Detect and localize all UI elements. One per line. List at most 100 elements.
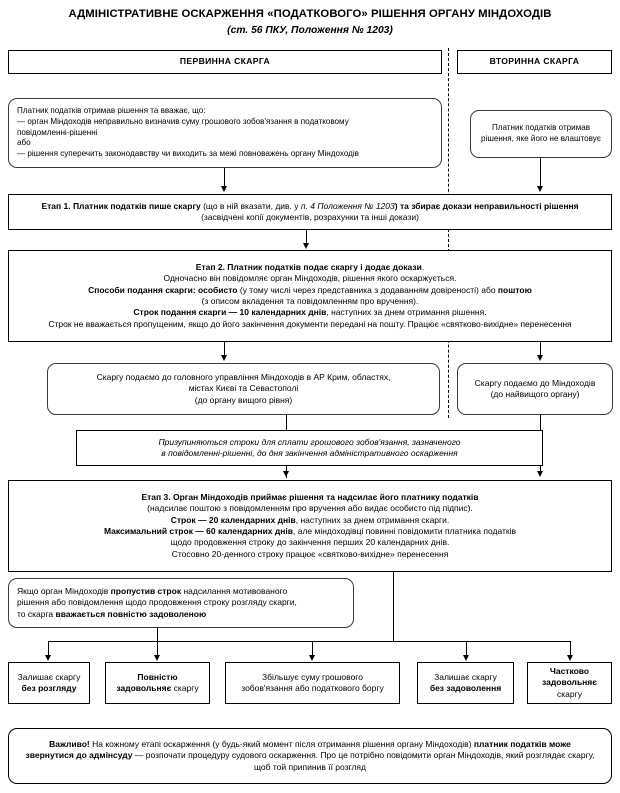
start-primary-line-1: Платник податків отримав рішення та вваж… — [17, 105, 206, 115]
node-suspension: Призупиняються строки для сплати грошово… — [76, 430, 543, 466]
node-missed-deadline: Якщо орган Міндоходів пропустив строк на… — [8, 578, 354, 628]
connector-stage2-to-submit-primary — [224, 342, 226, 357]
connector-missed-to-bus — [157, 628, 159, 642]
outcome-1-line-2: без розгляду — [15, 683, 83, 694]
missed-bold-1: пропустив строк — [110, 585, 182, 596]
submit-primary-line-2: містах Києві та Севастополі — [188, 383, 299, 394]
node-stage-2-text: Етап 2. Платник податків подає скаргу і … — [9, 259, 611, 333]
node-stage-3-text: Етап 3. Орган Міндоходів приймає рішення… — [9, 489, 611, 563]
stage3-bold-3: Максимальний строк — 60 календарних днів — [103, 526, 293, 536]
stage1-line-1: Етап 1. Платник податків пише скаргу (що… — [15, 201, 605, 212]
outcome-1-bold: без розгляду — [21, 683, 77, 693]
outcome-3-text: Збільшує суму грошового зобов'язання або… — [226, 669, 399, 698]
outcome-5-bold-1: Частково — [549, 665, 590, 676]
connector-bus-outcome-4 — [466, 641, 468, 657]
outcome-3-line-2: зобов'язання або податкового боргу — [241, 683, 384, 693]
stage3-line-2: (надсилає поштою з повідомленням про вру… — [147, 503, 473, 514]
node-submit-secondary: Скаргу подаємо до Міндоходів (до найвищо… — [457, 363, 613, 415]
stage2-line-5: Строк подання скарги — 10 календарних дн… — [15, 307, 605, 318]
important-normal-2: — розпочати процедуру судового оскарженн… — [132, 750, 595, 772]
start-secondary-line-1: Платник податків отримав — [491, 123, 591, 133]
column-header-primary: ПЕРВИННА СКАРГА — [8, 50, 442, 74]
stage2-normal-2: (у тому числі через представника з додав… — [237, 284, 498, 295]
outcome-1-text: Залишає скаргу без розгляду — [9, 669, 89, 698]
missed-normal-2: надсилання мотивованого — [181, 585, 288, 596]
missed-line-2: рішення або повідомлення щодо продовженн… — [17, 597, 297, 608]
arrow-secondary-down — [537, 186, 543, 192]
outcome-box-5: Частково задовольняє скаргу — [527, 662, 612, 704]
arrow-stage2-to-submit-secondary — [537, 355, 543, 361]
arrow-primary-to-stage1 — [221, 186, 227, 192]
connector-stage3-to-bus — [393, 572, 395, 642]
outcome-box-1: Залишає скаргу без розгляду — [8, 662, 90, 704]
column-header-secondary-label: ВТОРИННА СКАРГА — [489, 56, 580, 67]
node-submit-secondary-text: Скаргу подаємо до Міндоходів (до найвищо… — [458, 375, 612, 404]
stage3-line-6: Стосовно 20-денного строку працює «святк… — [171, 548, 449, 559]
node-important-note-text: Важливо! На кожному етапі оскарження (у … — [9, 735, 611, 777]
node-start-primary: Платник податків отримав рішення та вваж… — [8, 98, 442, 168]
stage2-line-6: Строк не вважається пропущеним, якщо до … — [48, 318, 572, 329]
outcome-box-4: Залишає скаргу без задоволення — [417, 662, 514, 704]
stage3-line-5: щодо продовження строку до закінчення пе… — [170, 537, 450, 548]
stage1-line-2: (засвідчені копії документів, розрахунки… — [201, 212, 419, 222]
submit-primary-line-3: (до органу вищого рівня) — [194, 394, 293, 405]
connector-submit-primary-down — [286, 415, 288, 431]
stage3-line-1: Етап 3. Орган Міндоходів приймає рішення… — [15, 492, 605, 503]
outcome-5-text: Частково задовольняє скаргу — [528, 663, 611, 703]
outcome-2-bold-1: Повністю — [137, 671, 178, 682]
stage2-normal-3: , наступних за днем отримання рішення. — [326, 307, 487, 318]
outcome-2-line-2: задовольняє скаргу — [112, 683, 203, 694]
stage2-bold-3: поштою — [497, 284, 532, 295]
connector-secondary-down — [540, 158, 542, 188]
outcome-5-line-2: задовольняє — [534, 677, 605, 688]
node-stage-1: Етап 1. Платник податків пише скаргу (що… — [8, 194, 612, 230]
node-start-secondary-text: Платник податків отримав рішення, яке йо… — [471, 120, 611, 148]
node-stage-1-text: Етап 1. Платник податків пише скаргу (що… — [9, 198, 611, 227]
outcome-2-text: Повністю задовольняє скаргу — [106, 669, 209, 698]
outcome-5-line-3: скаргу — [557, 688, 582, 699]
stage2-line-2: Одночасно він повідомляє орган Міндоході… — [163, 273, 457, 284]
connector-stage2-to-submit-secondary — [540, 342, 542, 357]
column-header-primary-label: ПЕРВИННА СКАРГА — [179, 56, 271, 67]
missed-line-1: Якщо орган Міндоходів пропустив строк на… — [17, 586, 347, 597]
important-normal-1: На кожному етапі оскарження (у будь-який… — [89, 738, 474, 749]
stage2-line-3: Способи подання скарги: особисто (у тому… — [15, 285, 605, 296]
stage3-bold-1: Етап 3. Орган Міндоходів приймає рішення… — [141, 491, 479, 502]
node-stage-2: Етап 2. Платник податків подає скаргу і … — [8, 250, 612, 342]
submit-secondary-line-2: (до найвищого органу) — [490, 389, 580, 399]
stage2-line-4: (з описом вкладення та повідомленням про… — [201, 296, 419, 306]
outcome-4-line-1: Залишає скаргу — [434, 671, 497, 682]
missed-bold-2: вважається повністю задоволеною — [55, 608, 207, 619]
start-primary-line-5: — рішення суперечить законодавству чи ви… — [17, 149, 359, 159]
outcome-5-bold-2: задовольняє — [542, 677, 597, 688]
stage1-normal-1: (що в ній вказати, див. у — [200, 200, 301, 211]
outcome-3-line-1: Збільшує суму грошового — [262, 671, 363, 682]
stage3-normal-2: , але міндоходівці повинні повідомити пл… — [293, 526, 517, 536]
connector-bus-outcome-3 — [312, 641, 314, 657]
connector-bus-outcome-2 — [157, 641, 159, 657]
stage1-bold-2: ) та збирає докази неправильності рішенн… — [394, 200, 579, 211]
outcome-bus-line — [48, 641, 571, 643]
outcome-2-line-1: Повністю — [112, 672, 203, 683]
start-primary-line-4: або — [17, 138, 31, 148]
node-suspension-text: Призупиняються строки для сплати грошово… — [77, 434, 542, 463]
arrow-secondary-to-stage3 — [537, 471, 543, 477]
start-secondary-line-2: рішення, яке його не влаштовує — [481, 134, 601, 143]
suspension-line-2: в повідомленні-рішенні, до дня закінченн… — [161, 448, 458, 458]
stage3-normal-1: , наступних за днем отримання скарги. — [295, 514, 450, 525]
missed-normal-1: Якщо орган Міндоходів — [17, 585, 111, 596]
submit-secondary-line-1: Скаргу подаємо до Міндоходів — [474, 377, 596, 388]
missed-normal-3: то скарга — [17, 608, 56, 619]
arrow-outcome-2 — [154, 655, 160, 661]
connector-stage1-to-stage2 — [306, 230, 308, 246]
stage2-bold-4: Строк подання скарги — 10 календарних дн… — [133, 307, 327, 318]
column-header-secondary: ВТОРИННА СКАРГА — [457, 50, 612, 74]
important-bold-2: платник податків може звернутися до адмі… — [25, 738, 571, 761]
connector-bus-outcome-5 — [570, 641, 572, 657]
connector-bus-outcome-1 — [48, 641, 50, 657]
stage3-bold-2: Строк — 20 календарних днів — [170, 514, 296, 525]
connector-primary-to-stage1 — [224, 168, 226, 188]
outcome-2-normal: скаргу — [171, 683, 199, 693]
node-submit-primary-text: Скаргу подаємо до головного управління М… — [48, 369, 439, 409]
node-submit-primary: Скаргу подаємо до головного управління М… — [47, 363, 440, 415]
